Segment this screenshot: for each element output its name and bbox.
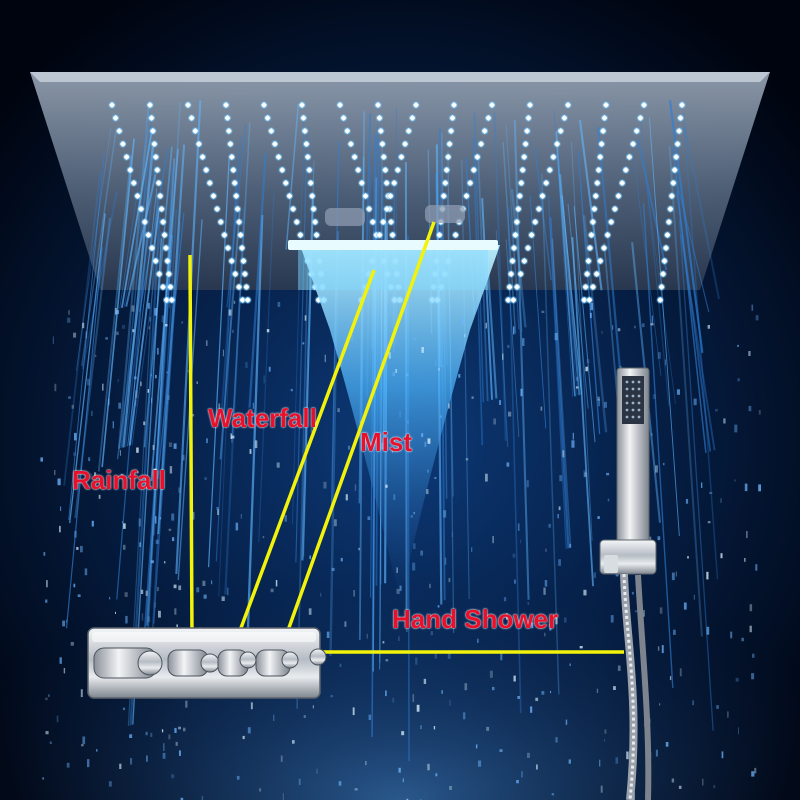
mist-label: Mist <box>360 427 412 457</box>
waterfall-glow <box>298 250 488 290</box>
mist-nozzles <box>325 205 465 226</box>
rainfall-label: Rainfall <box>72 465 166 495</box>
pointer-lines <box>188 221 624 654</box>
hand-shower-label: Hand Shower <box>392 604 559 634</box>
temperature-knob <box>93 647 163 679</box>
pointer-waterfall <box>236 269 376 637</box>
rain-panel-edge <box>30 72 770 82</box>
diverter-knobs <box>167 648 327 677</box>
hand-shower-nozzles <box>625 380 641 419</box>
control-valve <box>87 627 327 699</box>
waterfall-spout <box>288 240 498 250</box>
pointer-rainfall <box>188 254 194 639</box>
hand-shower <box>599 367 657 800</box>
pointer-mist <box>284 221 436 637</box>
waterfall-label: Waterfall <box>208 403 317 433</box>
